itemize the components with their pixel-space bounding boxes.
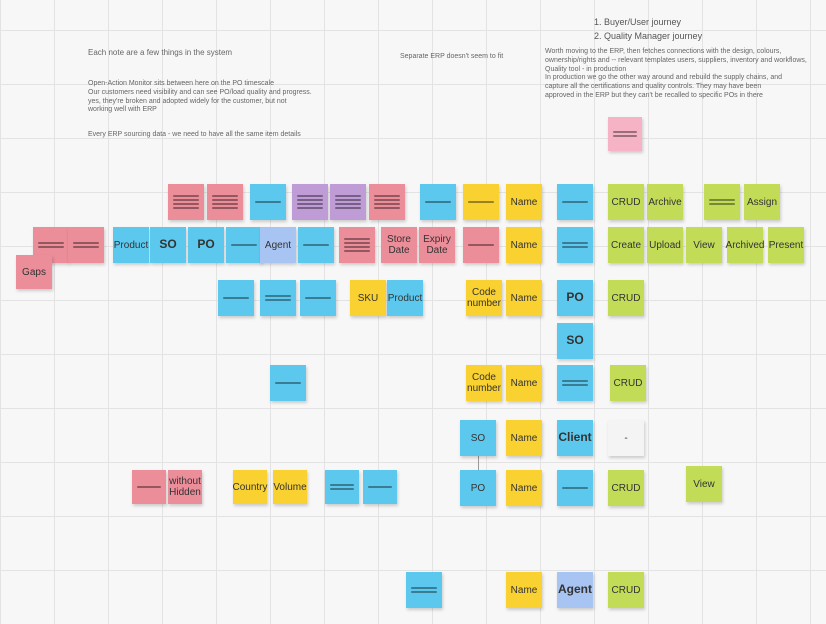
sticky-note[interactable] xyxy=(168,184,204,220)
sticky-note-so[interactable]: SO xyxy=(150,227,186,263)
sticky-note[interactable] xyxy=(260,280,296,316)
sticky-note-assign[interactable]: Assign xyxy=(744,184,780,220)
sticky-note-without-hidden[interactable]: without Hidden xyxy=(168,470,202,504)
sticky-note-name[interactable]: Name xyxy=(506,184,542,220)
sticky-note[interactable] xyxy=(292,184,328,220)
sticky-note-product[interactable]: Product xyxy=(113,227,149,263)
sticky-note[interactable] xyxy=(406,572,442,608)
sticky-note[interactable] xyxy=(330,184,366,220)
sticky-note[interactable] xyxy=(363,470,397,504)
sticky-note[interactable] xyxy=(68,227,104,263)
sticky-note[interactable] xyxy=(207,184,243,220)
sticky-note[interactable] xyxy=(463,184,499,220)
sticky-note[interactable] xyxy=(557,227,593,263)
sticky-note-create[interactable]: Create xyxy=(608,227,644,263)
sticky-note[interactable] xyxy=(339,227,375,263)
sticky-note[interactable] xyxy=(369,184,405,220)
sticky-note[interactable] xyxy=(420,184,456,220)
goals-list: 1. Buyer/User journey 2. Quality Manager… xyxy=(594,16,702,43)
sticky-note[interactable] xyxy=(250,184,286,220)
sticky-note[interactable] xyxy=(300,280,336,316)
sticky-note-crud[interactable]: CRUD xyxy=(608,280,644,316)
sticky-note-po[interactable]: PO xyxy=(460,470,496,506)
sticky-note-gaps[interactable]: Gaps xyxy=(16,255,52,289)
goal-item: 2. Quality Manager journey xyxy=(594,30,703,41)
sticky-note-upload[interactable]: Upload xyxy=(647,227,683,263)
sticky-note-dash[interactable]: - xyxy=(608,420,644,456)
sticky-note-name[interactable]: Name xyxy=(506,227,542,263)
sticky-note[interactable] xyxy=(218,280,254,316)
sticky-note[interactable] xyxy=(704,184,740,220)
sticky-note-view[interactable]: View xyxy=(686,227,722,263)
sticky-note-crud[interactable]: CRUD xyxy=(608,470,644,506)
sticky-note-agent[interactable]: Agent xyxy=(557,572,593,608)
sticky-note-view[interactable]: View xyxy=(686,466,722,502)
sticky-note-name[interactable]: Name xyxy=(506,470,542,506)
sticky-note-name[interactable]: Name xyxy=(506,572,542,608)
sticky-note-crud[interactable]: CRUD xyxy=(610,365,646,401)
sticky-note-code-number[interactable]: Code number xyxy=(466,280,502,316)
sticky-note-so[interactable]: SO xyxy=(557,323,593,359)
sticky-note-agent[interactable]: Agent xyxy=(260,227,296,263)
sticky-note[interactable] xyxy=(557,184,593,220)
sticky-note-archived[interactable]: Archived xyxy=(726,227,764,263)
sticky-note[interactable] xyxy=(608,117,642,151)
sticky-note[interactable] xyxy=(226,227,262,263)
sticky-note[interactable] xyxy=(557,365,593,401)
sticky-note-crud[interactable]: CRUD xyxy=(608,572,644,608)
sticky-note[interactable] xyxy=(298,227,334,263)
sticky-note-sku[interactable]: SKU xyxy=(350,280,386,316)
sticky-note-po[interactable]: PO xyxy=(188,227,224,263)
sticky-note[interactable] xyxy=(270,365,306,401)
sticky-note-country[interactable]: Country xyxy=(233,470,268,504)
board-text: Open-Action Monitor sits between here on… xyxy=(88,80,312,114)
sticky-note-client[interactable]: Client xyxy=(557,420,593,456)
sticky-note[interactable] xyxy=(325,470,359,504)
sticky-note-archive[interactable]: Archive xyxy=(647,184,683,220)
sticky-note-crud[interactable]: CRUD xyxy=(608,184,644,220)
board-caption: Each note are a few things in the system xyxy=(88,48,233,57)
sticky-note-store-date[interactable]: Store Date xyxy=(381,227,417,263)
sticky-note-product[interactable]: Product xyxy=(387,280,423,316)
sticky-note-volume[interactable]: Volume xyxy=(273,470,307,504)
sticky-note-expiry-date[interactable]: Expiry Date xyxy=(419,227,455,263)
board-text: Separate ERP doesn't seem to fit xyxy=(400,53,504,60)
goal-item: 1. Buyer/User journey xyxy=(594,17,682,27)
sticky-note[interactable] xyxy=(132,470,166,504)
sticky-note-name[interactable]: Name xyxy=(506,365,542,401)
sticky-note-present[interactable]: Present xyxy=(768,227,804,263)
sticky-note-so[interactable]: SO xyxy=(460,420,496,456)
sticky-note-name[interactable]: Name xyxy=(506,420,542,456)
board-text: Every ERP sourcing data - we need to hav… xyxy=(88,131,301,138)
sticky-note-code-number[interactable]: Code number xyxy=(466,365,502,401)
connector-line xyxy=(478,454,479,472)
sticky-note-name[interactable]: Name xyxy=(506,280,542,316)
board-text: Worth moving to the ERP, then fetches co… xyxy=(545,48,807,99)
sticky-note[interactable] xyxy=(557,470,593,506)
sticky-note-po[interactable]: PO xyxy=(557,280,593,316)
sticky-note[interactable] xyxy=(463,227,499,263)
